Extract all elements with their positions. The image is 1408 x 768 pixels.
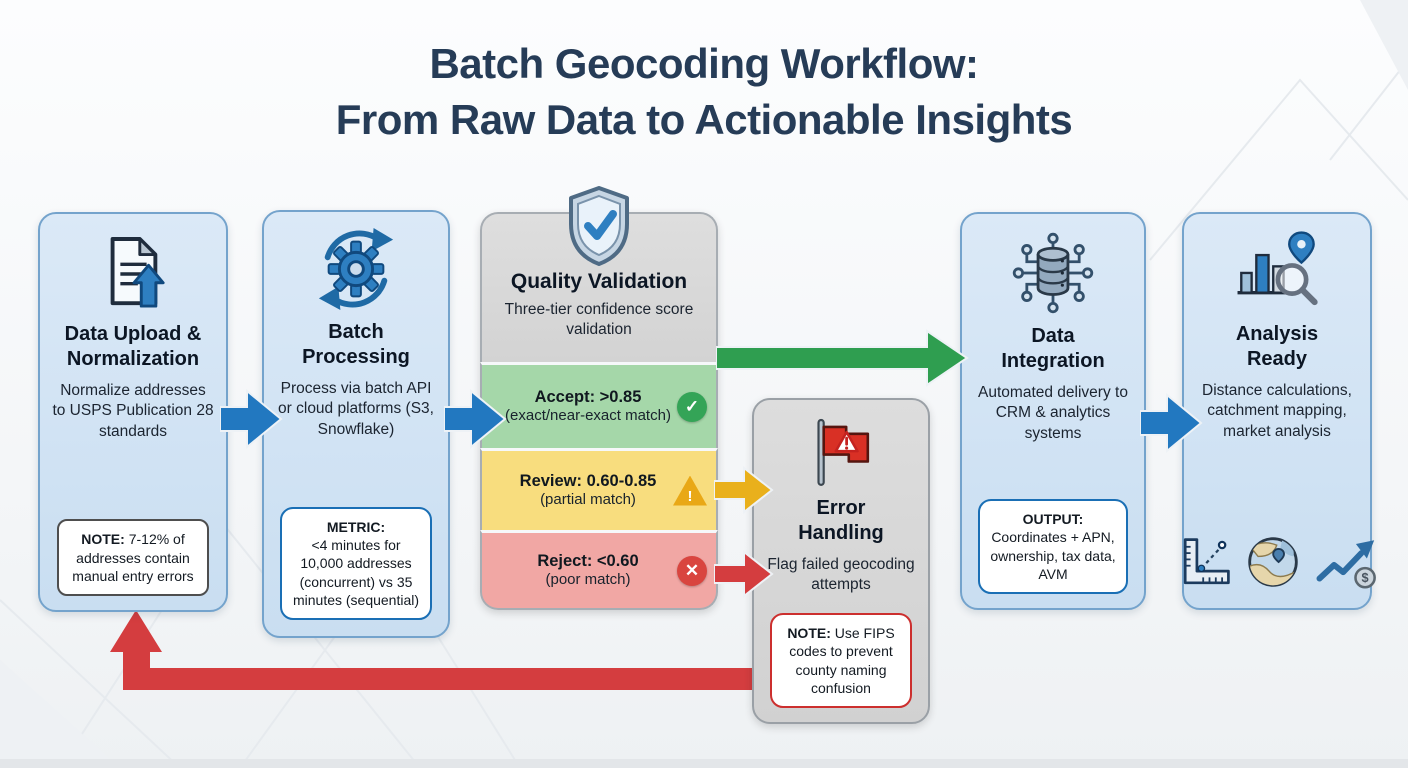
node-batch-processing: Batch Processing Process via batch API o…	[262, 210, 450, 638]
reject-badge-icon: ✕	[677, 555, 707, 586]
arrow-integration-to-analysis	[1140, 392, 1203, 454]
globe-map-icon	[1245, 534, 1301, 590]
node-analysis-ready: Analysis Ready Distance calculations, ca…	[1182, 212, 1376, 610]
note-text: 7-12% of addresses contain manual entry …	[72, 531, 194, 584]
tier-sub: (exact/near-exact match)	[505, 406, 671, 424]
arrow-accept-to-integration	[716, 329, 969, 387]
metric-label: METRIC:	[326, 519, 386, 536]
node-title: Analysis Ready	[1235, 323, 1319, 370]
arrow-batch-to-quality	[444, 388, 507, 450]
arrow-review-to-error	[714, 466, 774, 514]
note-text: Use FIPS codes to prevent county naming …	[789, 625, 895, 696]
note-callout: NOTE: 7-12% of addresses contain manual …	[56, 519, 210, 596]
output-callout: OUTPUT: Coordinates + APN, ownership, ta…	[977, 499, 1129, 594]
node-quality-validation: Quality Validation Three-tier confidence…	[480, 186, 718, 610]
note-label: NOTE:	[787, 625, 831, 642]
shield-check-icon	[563, 184, 635, 268]
node-description: Automated delivery to CRM & analytics sy…	[978, 384, 1128, 442]
tier-sub: (poor match)	[545, 570, 631, 588]
node-description: Three-tier confidence score validation	[504, 301, 694, 339]
node-title: Data Upload & Normalization	[64, 323, 202, 370]
node-title: Batch Processing	[302, 321, 410, 368]
metric-text: <4 minutes for 10,000 addresses (concurr…	[292, 537, 420, 608]
database-network-icon	[1010, 230, 1096, 316]
tier-label: Review: 0.60-0.85	[519, 471, 657, 490]
node-description: Process via batch API or cloud platforms…	[278, 380, 434, 438]
page-title-line2: From Raw Data to Actionable Insights	[335, 95, 1073, 143]
node-error-handling: Error Handling Flag failed geocoding att…	[752, 398, 930, 724]
node-description: Flag failed geocoding attempts	[767, 556, 915, 594]
tier-reject: Reject: <0.60 (poor match) ✕	[480, 530, 718, 610]
check-badge-icon: ✓	[677, 391, 707, 422]
node-title: Quality Validation	[510, 270, 688, 293]
dollar-glyph: $	[1362, 570, 1369, 585]
tier-accept: Accept: >0.85 (exact/near-exact match) ✓	[480, 362, 718, 448]
node-data-integration: Data Integration Automated delivery to C…	[960, 212, 1146, 610]
node-data-upload: Data Upload & Normalization Normalize ad…	[38, 212, 228, 612]
node-description: Normalize addresses to USPS Publication …	[52, 382, 214, 440]
retry-loop-arrow	[110, 610, 775, 690]
chart-search-icon	[1230, 230, 1324, 314]
arrow-upload-to-batch	[220, 388, 283, 450]
sync-gear-icon	[313, 226, 399, 312]
tier-label: Accept: >0.85	[534, 387, 642, 406]
note-label: NOTE:	[81, 531, 125, 548]
quality-header: Quality Validation Three-tier confidence…	[480, 186, 718, 362]
node-title: Data Integration	[1001, 325, 1105, 372]
tier-label: Reject: <0.60	[537, 551, 639, 570]
ruler-distance-icon	[1178, 536, 1232, 590]
analysis-mini-icons: $	[1178, 534, 1376, 590]
output-text: Coordinates + APN, ownership, tax data, …	[990, 529, 1116, 582]
trend-dollar-icon: $	[1314, 538, 1376, 590]
tier-sub: (partial match)	[540, 490, 636, 508]
page-title: Batch Geocoding Workflow: From Raw Data …	[0, 36, 1408, 148]
output-label: OUTPUT:	[1022, 511, 1084, 528]
bottom-band	[0, 759, 1408, 768]
tier-review: Review: 0.60-0.85 (partial match) !	[480, 448, 718, 530]
alert-flag-icon	[809, 416, 873, 488]
note-callout: NOTE: Use FIPS codes to prevent county n…	[770, 613, 912, 708]
document-upload-icon	[98, 234, 168, 314]
node-title: Error Handling	[798, 497, 884, 544]
arrow-reject-to-error	[714, 550, 774, 598]
node-description: Distance calculations, catchment mapping…	[1202, 382, 1352, 440]
page-title-line1: Batch Geocoding Workflow:	[429, 40, 979, 87]
metric-callout: METRIC: <4 minutes for 10,000 addresses …	[279, 507, 433, 620]
